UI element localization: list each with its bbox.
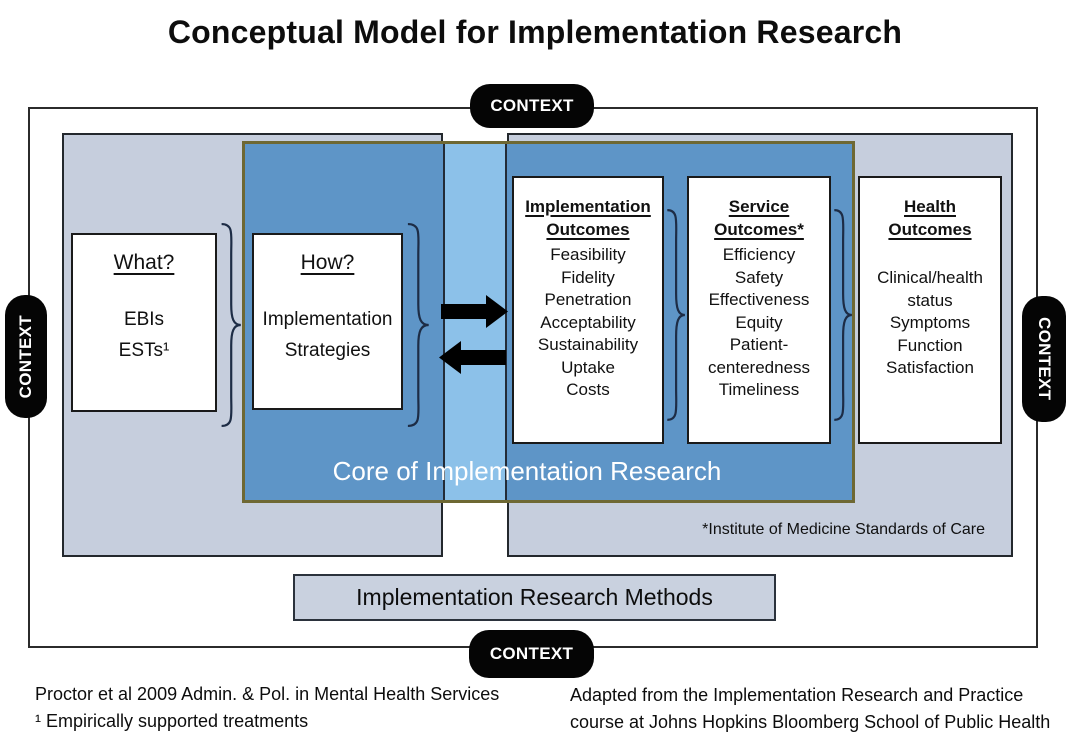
citation-proctor: Proctor et al 2009 Admin. & Pol. in Ment… — [35, 684, 500, 704]
curly-brace-what — [218, 222, 242, 428]
attribution-line-1: Adapted from the Implementation Research… — [570, 685, 1024, 705]
left-arrow-icon — [439, 341, 506, 374]
institute-of-medicine-note: *Institute of Medicine Standards of Care — [702, 521, 985, 538]
what-heading: What? — [113, 251, 175, 274]
curly-brace-implementation-outcomes — [664, 208, 686, 422]
context-pill-right: CONTEXT — [1022, 296, 1066, 422]
list-item: Implementation Strategies — [262, 309, 393, 361]
list-item: Feasibility — [550, 245, 626, 264]
core-label: Core of Implementation Research — [332, 456, 722, 486]
list-item: Safety — [734, 267, 784, 287]
list-item: Function — [897, 335, 963, 355]
list-item: Clinical/health status — [877, 268, 983, 310]
list-item: Uptake — [561, 357, 615, 377]
list-item: ESTs¹ — [118, 340, 170, 361]
right-arrow-icon — [441, 295, 508, 328]
context-pill-right-label: CONTEXT — [1035, 317, 1054, 401]
list-item: Symptoms — [889, 313, 971, 332]
list-item: EBIs — [123, 309, 165, 330]
implementation-research-methods-label: Implementation Research Methods — [356, 584, 713, 610]
how-heading: How? — [300, 251, 355, 274]
implementation-outcomes-heading: Implementation Outcomes — [525, 197, 651, 239]
how-box: How? Implementation Strategies — [252, 233, 403, 410]
list-item: Costs — [566, 380, 610, 399]
service-outcomes-heading: Service Outcomes* — [714, 197, 804, 239]
context-pill-top-label: CONTEXT — [490, 96, 574, 115]
footnote-empirically-supported: ¹ Empirically supported treatments — [35, 711, 309, 731]
list-item: Timeliness — [718, 380, 800, 399]
list-item: Acceptability — [540, 312, 636, 332]
core-fill-middle-strip — [443, 144, 507, 500]
list-item: Sustainability — [537, 335, 639, 354]
list-item: Satisfaction — [886, 358, 974, 377]
context-pill-bottom: CONTEXT — [469, 630, 594, 678]
curly-brace-how — [404, 222, 430, 428]
list-item: Patient-centeredness — [707, 335, 811, 377]
list-item: Equity — [735, 312, 783, 332]
context-pill-top: CONTEXT — [470, 84, 594, 128]
attribution-line-2: course at Johns Hopkins Bloomberg School… — [570, 712, 1051, 732]
list-item: Fidelity — [561, 267, 615, 287]
context-pill-bottom-label: CONTEXT — [489, 644, 574, 663]
health-outcomes-heading: Health Outcomes — [888, 197, 972, 239]
page-title: Conceptual Model for Implementation Rese… — [167, 14, 903, 50]
list-item: Effectiveness — [708, 290, 810, 309]
curly-brace-service-outcomes — [831, 208, 853, 422]
how-items: Implementation Strategies — [254, 304, 401, 366]
implementation-research-methods-box: Implementation Research Methods — [293, 574, 776, 621]
context-pill-left: CONTEXT — [5, 295, 47, 418]
list-item: Penetration — [544, 290, 632, 309]
list-item: Efficiency — [722, 245, 796, 264]
context-pill-left-label: CONTEXT — [16, 314, 35, 399]
